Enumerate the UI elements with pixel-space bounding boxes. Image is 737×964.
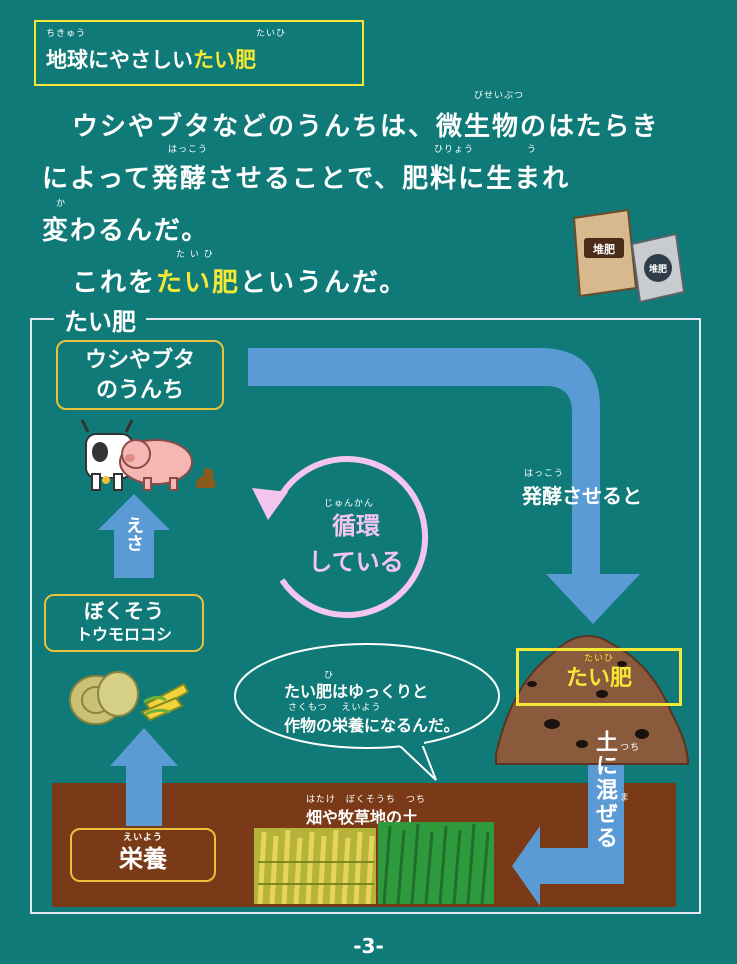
ferment-label: 発酵させると xyxy=(522,484,642,508)
mix-ruby-ma: ま xyxy=(620,793,631,803)
node-feed: ぼくそう トウモロコシ xyxy=(44,594,204,652)
dung-icon xyxy=(196,468,216,488)
node-dung-line2: のうんち xyxy=(95,378,184,403)
intro-ruby-taihi: た い ひ xyxy=(176,250,214,260)
intro-line-4-post: というんだ。 xyxy=(240,268,408,298)
intro-line-4-highlight: たい肥 xyxy=(156,268,241,298)
cycle-circle xyxy=(279,456,428,618)
title-text-highlight: たい肥 xyxy=(193,48,256,72)
speech-bubble xyxy=(234,643,500,781)
intro-ruby-ka: か xyxy=(56,199,67,209)
intro-ruby-biseibutsu: びせいぶつ xyxy=(474,91,525,101)
compost-label-box: たいひ たい肥 xyxy=(516,648,682,706)
bubble-ruby-2: さくもつ えいよう xyxy=(288,703,382,713)
intro-line-1: ウシやブタなどのうんちは、微生物のはたらき xyxy=(72,112,660,142)
intro-line-3: 変わるんだ。 xyxy=(42,216,210,246)
intro-ruby-hiryou: ひりょう xyxy=(434,145,475,155)
compost-bag-grey: 堆肥 xyxy=(630,232,686,304)
bag2-label: 堆肥 xyxy=(649,263,667,275)
node-dung-line1: ウシやブタ xyxy=(84,348,195,373)
ferment-ruby: はっこう xyxy=(524,469,565,479)
cycle-label-line1: 循環 xyxy=(332,512,380,540)
compost-label-ruby: たいひ xyxy=(583,654,614,664)
title-text-plain: 地球にやさしい xyxy=(46,48,193,72)
label-esa: えさ xyxy=(123,516,144,552)
cornfield-icon xyxy=(254,828,376,904)
compost-pile-illustration xyxy=(495,635,690,765)
corn-icon xyxy=(140,682,190,722)
cow-pig-illustration xyxy=(80,419,216,491)
mix-ruby-tsuchi: つち xyxy=(620,743,641,753)
intro-line-2: によって発酵させることで、肥料に生まれ xyxy=(42,164,571,194)
bubble-line-2: 作物の栄養になるんだ。 xyxy=(284,716,460,735)
intro-ruby-hakkou: はっこう xyxy=(168,145,209,155)
bubble-ruby-1: ひ xyxy=(324,671,335,681)
arrow-feed-up xyxy=(98,494,170,578)
pig-icon xyxy=(119,439,193,491)
compost-bags-illustration: 堆肥 堆肥 xyxy=(572,208,686,304)
diagram-frame xyxy=(30,318,701,914)
mix-label: 土に混ぜる xyxy=(592,730,617,850)
title-ruby-chikyuu: ちきゅう xyxy=(46,29,87,39)
title-box: ちきゅう たいひ 地球にやさしいたい肥 xyxy=(34,20,364,86)
node-nutrition: えいよう 栄養 xyxy=(70,828,216,882)
intro-line-4: これをたい肥というんだ。 xyxy=(72,262,407,299)
page-title: 地球にやさしいたい肥 xyxy=(46,44,256,74)
intro-line-4-pre: これを xyxy=(72,268,157,298)
node-nutrition-ruby: えいよう xyxy=(123,833,163,843)
cycle-label: 循環 している xyxy=(296,508,416,580)
title-ruby-taihi: たいひ xyxy=(256,29,287,39)
intro-ruby-u: う xyxy=(527,145,538,155)
hay-corn-illustration xyxy=(69,671,190,725)
cycle-ruby: じゅんかん xyxy=(324,499,375,509)
field-ruby: はたけ ぼくそうち つち xyxy=(306,795,426,805)
arrow-nutrition-up xyxy=(110,728,178,826)
cycle-label-line2: している xyxy=(308,548,404,576)
node-feed-line2: トウモロコシ xyxy=(75,625,172,644)
page-number: -3- xyxy=(353,934,384,958)
cycle-arrowhead xyxy=(252,488,288,520)
hay-bale-icon xyxy=(69,671,139,725)
compost-label: たい肥 xyxy=(565,666,632,691)
bubble-line-1: たい肥はゆっくりと xyxy=(284,682,429,701)
field-illustration xyxy=(254,822,494,904)
pasture-icon xyxy=(378,822,494,904)
arrow-to-ferment xyxy=(248,348,640,624)
compost-bag-brown: 堆肥 xyxy=(572,208,638,298)
node-livestock-dung: ウシやブタ のうんち xyxy=(56,340,224,410)
bag1-label: 堆肥 xyxy=(593,242,615,256)
diagram-frame-label: たい肥 xyxy=(54,302,146,337)
node-feed-line1: ぼくそう xyxy=(84,599,164,623)
node-nutrition-label: 栄養 xyxy=(119,845,167,873)
